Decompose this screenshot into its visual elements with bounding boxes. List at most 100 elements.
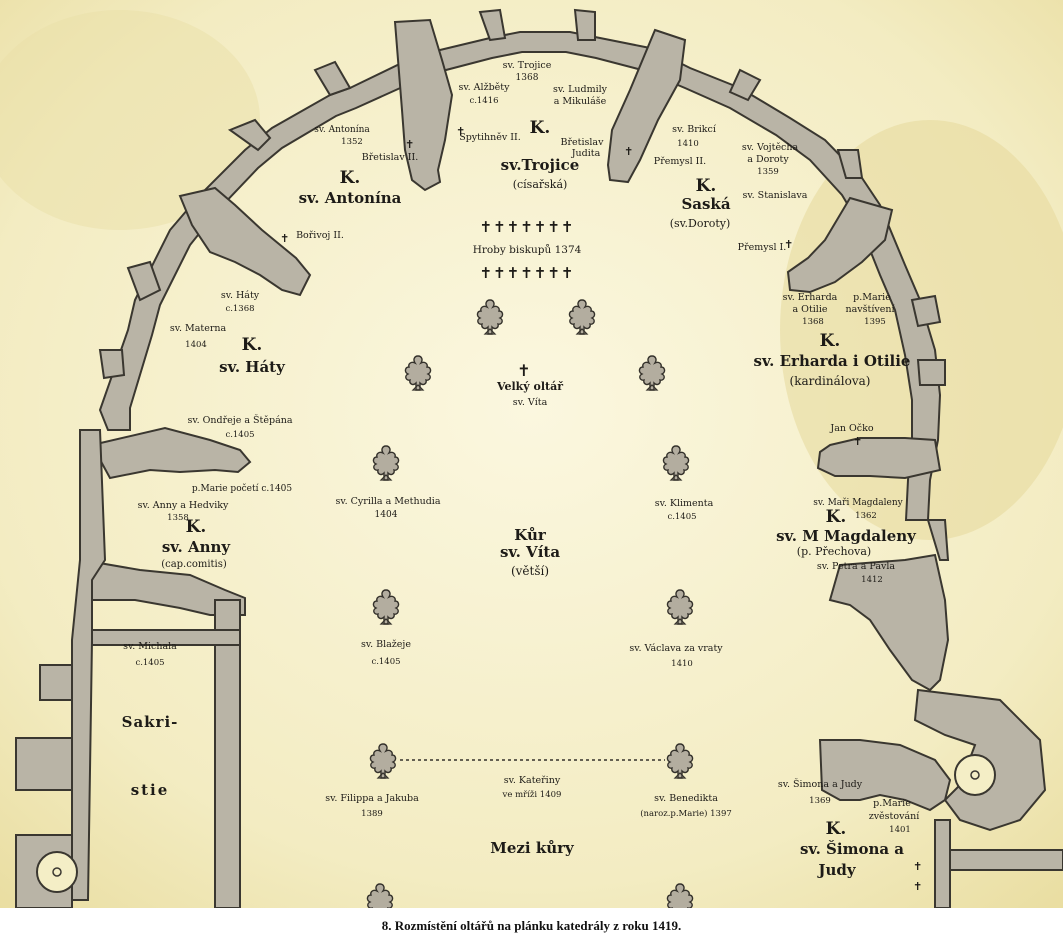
altar-simona-year: 1369 [809,796,831,806]
chapel-simona-k: K. [826,819,847,839]
altar-michala-year: c.1405 [135,658,164,668]
altar-ondreje-year: c.1405 [225,430,254,440]
choir-label-3: (větší) [511,564,549,578]
altar-alzbety-name: sv. Alžběty [459,82,511,93]
chapel-haty-name: sv. Háty [219,358,286,376]
tomb-premysl1: Přemysl I. [738,242,787,253]
altar-blazeje-year: c.1405 [371,657,400,667]
altar-marie-navstiveni-1: p.Marie [853,292,891,303]
altar-marie-poceti: p.Marie početí c.1405 [192,483,293,494]
tomb-cross-icons: ✝ ✝ ✝ ✝ ✝ ✝ ✝ ✝ [280,125,922,893]
altar-anny-hedviky-year: 1358 [167,513,189,523]
chapel-magdaleny-name: sv. M Magdaleny [776,527,917,545]
chapel-erharda-k: K. [820,331,841,351]
altar-brikci-year: 1410 [677,139,699,149]
chapel-simona-name-1: sv. Šimona a [800,840,904,858]
main-altar-name: Velký oltář [496,380,563,393]
altar-simona-name: sv. Šimona a Judy [778,778,863,790]
altar-marie-navstiveni-year: 1395 [864,317,886,327]
altar-vojtecha-year: 1359 [757,167,779,177]
altar-vojtecha-name-2: a Doroty [747,154,789,165]
altar-kateriny-year: ve mříži 1409 [502,789,562,800]
chapel-divider-walls [80,18,950,692]
chapel-erharda-name: sv. Erharda i Otilie [754,352,911,370]
altar-markers: ✝ [366,299,694,908]
altar-marie-zvestovani-1: p.Marie [873,798,911,809]
tomb-cross-icon: ✝ [913,860,922,873]
altar-erharda-name-2: a Otilie [792,304,827,315]
altar-erharda-name: sv. Erharda [783,292,838,303]
tomb-bretislav-judita-2: Judita [571,148,601,159]
altar-trojice-year: 1368 [516,73,539,83]
chapel-trojice-subtitle: (císařská) [513,178,568,191]
tomb-bretislav2: Břetislav II. [362,152,419,163]
altar-benedikta-name: sv. Benedikta [654,793,718,804]
altar-klimenta-name: sv. Klimenta [655,498,714,509]
chapel-saska-subtitle: (sv.Doroty) [670,217,731,230]
sacristy-label-1: Sakri- [122,713,179,731]
altar-labels: sv. Trojice 1368 sv. Alžběty c.1416 sv. … [123,60,920,835]
choir-label-2: sv. Víta [500,543,560,561]
chapel-trojice-k: K. [530,118,551,138]
chapel-anny-subtitle: (cap.comitis) [161,559,227,570]
sacristy-label-2: stie [131,781,170,799]
tomb-cross-icon: ✝ [624,145,633,158]
figure-caption: 8. Rozmístění oltářů na plánku katedrály… [381,918,682,933]
altar-cyrilla-name: sv. Cyrilla a Methudia [335,496,440,507]
altar-brikci-name: sv. Brikcí [672,124,717,135]
tomb-borivoj: Bořivoj II. [296,230,344,241]
altar-ludmily-name: sv. Ludmily [553,84,608,95]
altar-filippa-name: sv. Filippa a Jakuba [325,793,419,804]
chapel-magdaleny-k: K. [826,507,847,527]
altar-marie-zvestovani-year: 1401 [889,825,911,835]
tomb-cross-icon: ✝ [456,125,465,138]
altar-trojice-name: sv. Trojice [503,60,552,71]
tomb-cross-icon: ✝ [280,232,289,245]
chapel-simona-name-2: Judy [816,861,856,879]
bishop-tombs-crosses-top: ✝✝✝✝✝✝✝ [480,218,575,236]
altar-materna-year: 1404 [185,340,207,350]
altar-cyrilla-year: 1404 [375,510,398,520]
tomb-cross-icon: ✝ [913,880,922,893]
tomb-premysl2: Přemysl II. [654,156,706,167]
main-altar-name-2: sv. Víta [513,397,548,408]
altar-haty-year: c.1368 [225,304,254,314]
bishop-tombs-crosses-bottom: ✝✝✝✝✝✝✝ [480,264,575,282]
altar-klimenta-year: c.1405 [667,512,696,522]
altar-petra-year: 1412 [861,575,883,585]
tomb-cross-icon: ✝ [784,238,793,251]
altar-magdaleny-name: sv. Maři Magdaleny [813,497,903,508]
cathedral-floor-plan: ✝ K. sv.Trojice (císařská) K. sv. Antoní… [0,0,1063,908]
altar-magdaleny-year: 1362 [855,511,877,521]
chapel-labels: K. sv.Trojice (císařská) K. sv. Antonína… [122,118,918,879]
floor-plan-drawing: ✝ K. sv.Trojice (císařská) K. sv. Antoní… [0,0,1063,908]
chapel-magdaleny-subtitle: (p. Přechova) [797,545,871,558]
altar-materna-name: sv. Materna [170,323,227,334]
chapel-antonina-name: sv. Antonína [299,189,402,207]
altar-benedikta-year: (naroz.p.Marie) 1397 [640,808,732,819]
choir-label-1: Kůr [514,526,547,544]
altar-filippa-year: 1389 [361,809,383,819]
tomb-spytihnev: Spytihněv II. [459,132,521,143]
tomb-cross-icon: ✝ [405,138,414,151]
chapel-antonina-k: K. [340,168,361,188]
chapel-haty-k: K. [242,335,263,355]
altar-marie-zvestovani-2: zvěstování [869,811,921,822]
altar-stanislava: sv. Stanislava [743,190,808,201]
bishop-tombs-label: Hroby biskupů 1374 [473,243,582,256]
altar-vojtecha-name: sv. Vojtěcha [742,142,799,153]
altar-erharda-year: 1368 [802,317,824,327]
main-altar-cross-icon: ✝ [517,361,530,380]
chapel-anny-name: sv. Anny [162,538,232,556]
tomb-jan-ocko: Jan Očko [829,423,873,434]
altar-anny-hedviky-name: sv. Anny a Hedviky [138,500,229,511]
altar-vaclava-year: 1410 [671,659,693,669]
apse-outer-wall [98,8,946,521]
chapel-anny-k: K. [186,517,207,537]
between-choirs-label: Mezi kůry [490,839,575,857]
altar-blazeje-name: sv. Blažeje [361,639,411,650]
sacristy-walls [15,429,241,908]
altar-petra-name: sv. Petra a Pavla [817,561,896,572]
tomb-cross-icon: ✝ [853,435,862,448]
altar-kateriny-name: sv. Kateřiny [504,775,561,786]
